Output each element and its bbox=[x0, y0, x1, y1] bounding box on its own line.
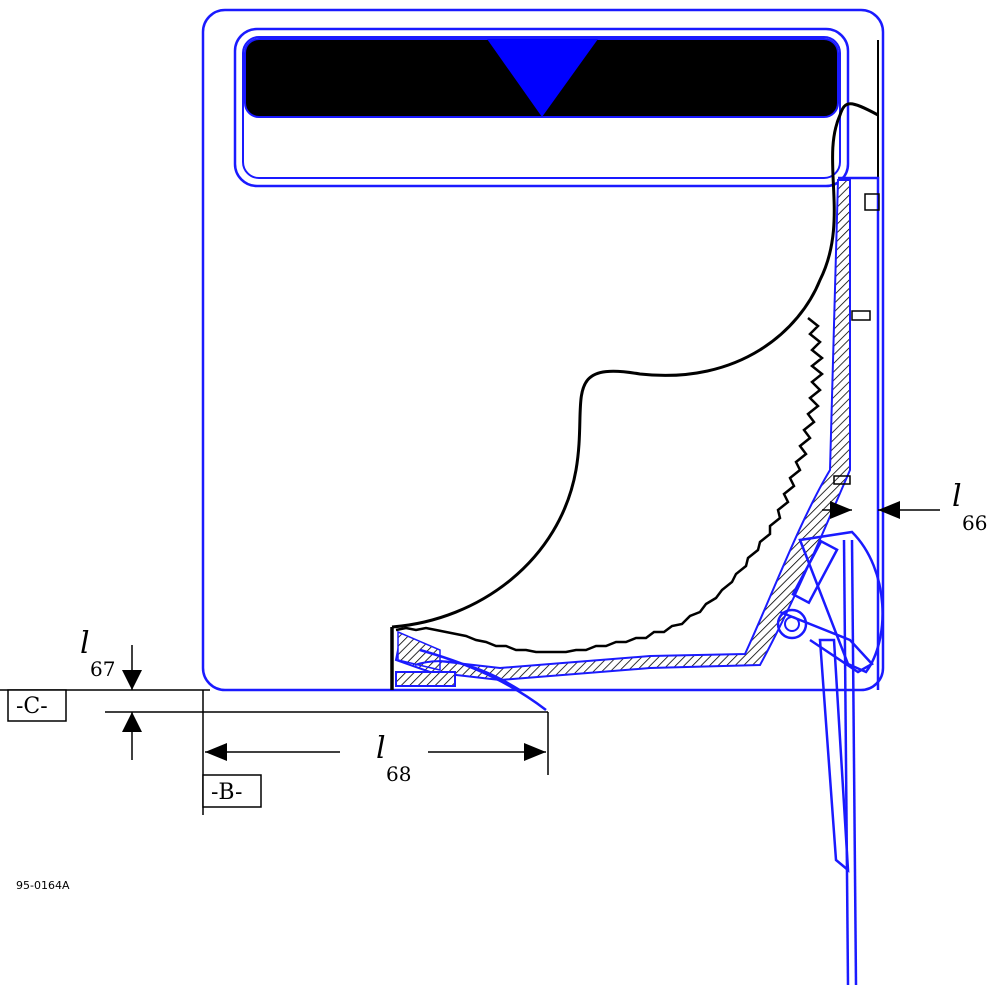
l67-subscript: 67 bbox=[90, 657, 115, 681]
l67-arrow-up bbox=[122, 712, 142, 732]
cutter-window bbox=[791, 539, 839, 605]
l66-subscript: 66 bbox=[962, 511, 987, 535]
l67-arrow-down bbox=[122, 670, 142, 690]
l68-symbol: l bbox=[376, 731, 386, 766]
l68-subscript: 68 bbox=[386, 762, 411, 786]
datum-c-label: -C- bbox=[16, 694, 48, 719]
hatched-liner bbox=[394, 179, 851, 682]
datum-b-box bbox=[202, 774, 262, 808]
l66-arrow-left bbox=[878, 501, 900, 519]
wall-slot-mid bbox=[851, 310, 871, 321]
datum-b-label: -B- bbox=[211, 780, 242, 805]
l67-symbol: l bbox=[80, 626, 90, 661]
pivot-outer bbox=[776, 608, 808, 640]
datum-c-box bbox=[7, 689, 67, 722]
housing-outline bbox=[201, 8, 885, 692]
l68-arrow-right bbox=[524, 743, 546, 761]
window-frame-inner bbox=[242, 36, 841, 179]
l68-arrow-left bbox=[205, 743, 227, 761]
cutter-mechanism bbox=[798, 530, 884, 674]
paper-exit-right bbox=[850, 539, 858, 985]
stripper-blade bbox=[419, 648, 547, 711]
indicator-triangle bbox=[487, 39, 598, 117]
tear-plate bbox=[818, 638, 850, 873]
right-wall bbox=[838, 176, 880, 690]
tear-zigzag bbox=[395, 317, 825, 654]
paper-curve bbox=[391, 102, 879, 629]
figure-id: 95-0164A bbox=[16, 879, 70, 892]
paper-exit-left bbox=[842, 539, 850, 985]
l66-arrow-right bbox=[830, 501, 852, 519]
hatched-foot bbox=[395, 671, 456, 687]
lever-arm bbox=[779, 610, 874, 674]
window-frame-outer bbox=[233, 27, 850, 188]
hatched-lip bbox=[397, 630, 441, 671]
stripper-blade-2 bbox=[414, 660, 521, 691]
wall-slot-low bbox=[833, 475, 851, 485]
wall-slot-top bbox=[864, 193, 880, 211]
l66-symbol: l bbox=[952, 479, 962, 514]
